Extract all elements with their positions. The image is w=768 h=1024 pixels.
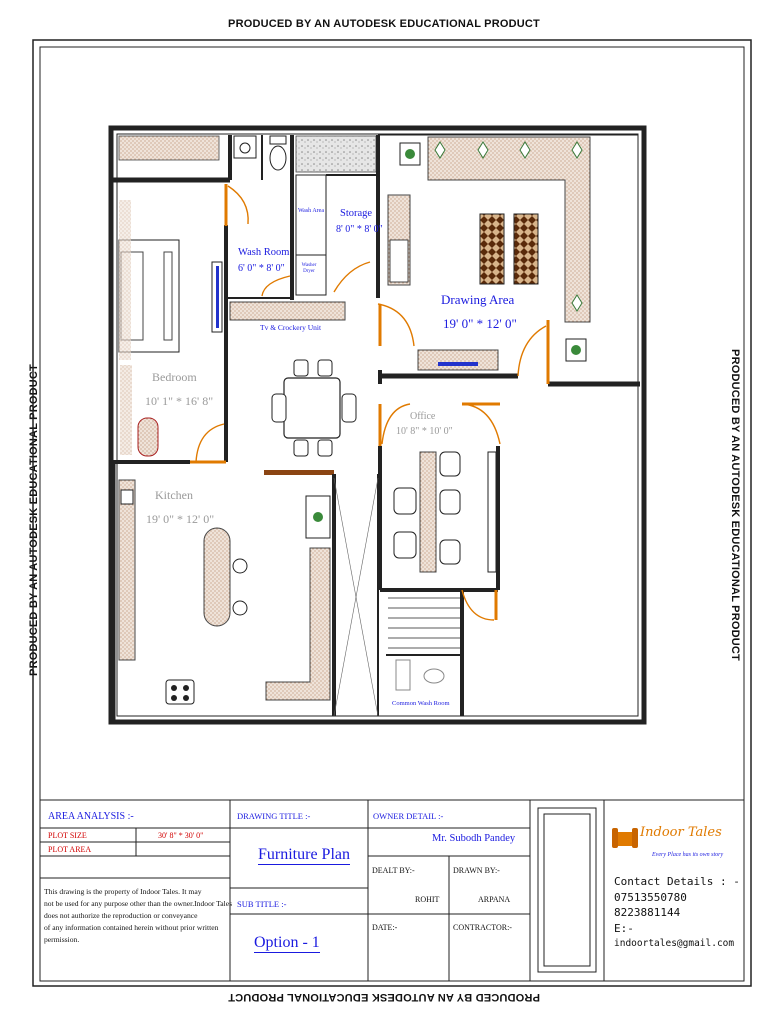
label-washer-dryer: Washer Dryer	[301, 263, 317, 274]
label-wash-area: Wash Area	[298, 208, 325, 214]
label-kitchen: Kitchen	[155, 488, 193, 502]
label-drawing-area-size: 19' 0" * 12' 0"	[443, 316, 517, 331]
dealt-by-value: ROHIT	[415, 895, 440, 904]
bedroom-chair	[137, 417, 159, 457]
contractor-label: CONTRACTOR:-	[453, 923, 512, 932]
kitchen-island	[203, 527, 231, 627]
drawn-by-label: DRAWN BY:-	[453, 866, 500, 875]
toilet	[269, 145, 287, 171]
label-storage: Storage	[340, 208, 373, 219]
label-office-size: 10' 8" * 10' 0"	[396, 426, 453, 437]
hob	[165, 679, 195, 705]
rug-left	[479, 213, 505, 285]
drawing-title: Furniture Plan	[258, 846, 350, 865]
tv-crockery-unit	[229, 301, 346, 321]
building-outline	[108, 125, 647, 725]
sub-title: Option - 1	[254, 934, 320, 953]
wardrobe	[118, 135, 220, 161]
owner-detail-label: OWNER DETAIL :-	[373, 811, 444, 821]
label-tv-crockery-unit: Tv & Crockery Unit	[260, 323, 322, 332]
rug-right	[513, 213, 539, 285]
watermark-top: PRODUCED BY AN AUTODESK EDUCATIONAL PROD…	[228, 18, 540, 30]
label-office: Office	[410, 411, 436, 422]
outer-border	[32, 39, 752, 987]
tv-console	[417, 349, 499, 371]
label-kitchen-size: 19' 0" * 12' 0"	[146, 512, 215, 526]
office-desk	[419, 451, 437, 573]
label-bedroom: Bedroom	[152, 370, 197, 384]
date-label: DATE:-	[372, 923, 398, 932]
drawn-by-value: ARPANA	[478, 895, 511, 904]
label-storage-size: 8' 0" * 8' 0"	[336, 224, 383, 235]
dealt-by-label: DEALT BY:-	[372, 866, 415, 875]
brand-name: Indoor Tales	[640, 825, 722, 840]
plot-size-label: PLOT SIZE	[48, 831, 87, 840]
sofa-logo-icon	[612, 828, 638, 848]
brand-tagline: Every Place has its own story	[652, 852, 724, 858]
dining-table	[283, 377, 341, 439]
label-bedroom-size: 10' 1" * 16' 8"	[145, 394, 214, 408]
label-common-wash-room: Common Wash Room	[392, 700, 450, 707]
plot-area-label: PLOT AREA	[48, 845, 92, 854]
disclaimer-text: This drawing is the property of Indoor T…	[44, 887, 233, 944]
area-analysis-heading: AREA ANALYSIS :-	[48, 811, 134, 822]
plot-size-value: 30' 8" * 30' 0"	[158, 831, 204, 840]
contact-details: Contact Details : - 07513550780 82238811…	[614, 875, 740, 949]
sub-title-label: SUB TITLE :-	[237, 899, 287, 909]
label-drawing-area: Drawing Area	[441, 292, 515, 307]
owner-name: Mr. Subodh Pandey	[432, 833, 516, 844]
label-wash-room-size: 6' 0" * 8' 0"	[238, 263, 285, 274]
kitchen-counter	[118, 479, 136, 661]
drawing-title-label: DRAWING TITLE :-	[237, 811, 311, 821]
label-wash-room: Wash Room	[238, 247, 290, 258]
